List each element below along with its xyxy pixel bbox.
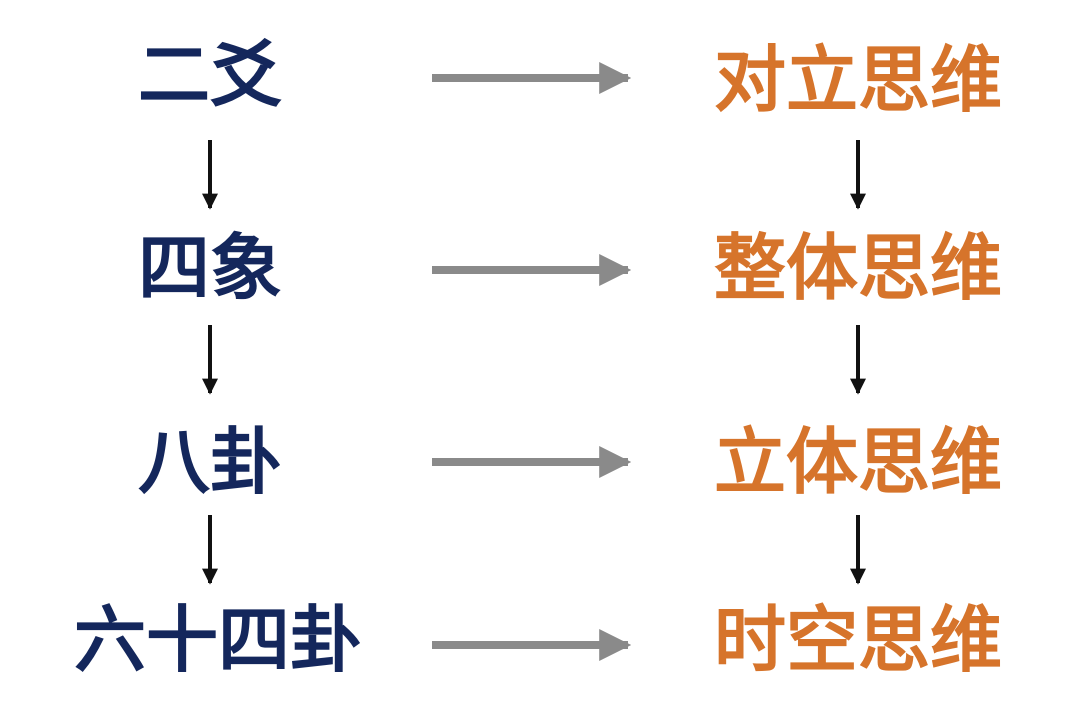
right-term-row-4: 时空思维 <box>713 597 1003 682</box>
left-term-row-3: 八卦 <box>137 419 283 504</box>
right-term-row-2: 整体思维 <box>713 225 1003 310</box>
left-term-row-4: 六十四卦 <box>73 597 363 682</box>
right-term-row-1: 对立思维 <box>713 37 1003 122</box>
left-term-row-2: 四象 <box>137 225 283 310</box>
left-term-row-1: 二爻 <box>137 32 283 117</box>
right-term-row-3: 立体思维 <box>713 419 1003 504</box>
